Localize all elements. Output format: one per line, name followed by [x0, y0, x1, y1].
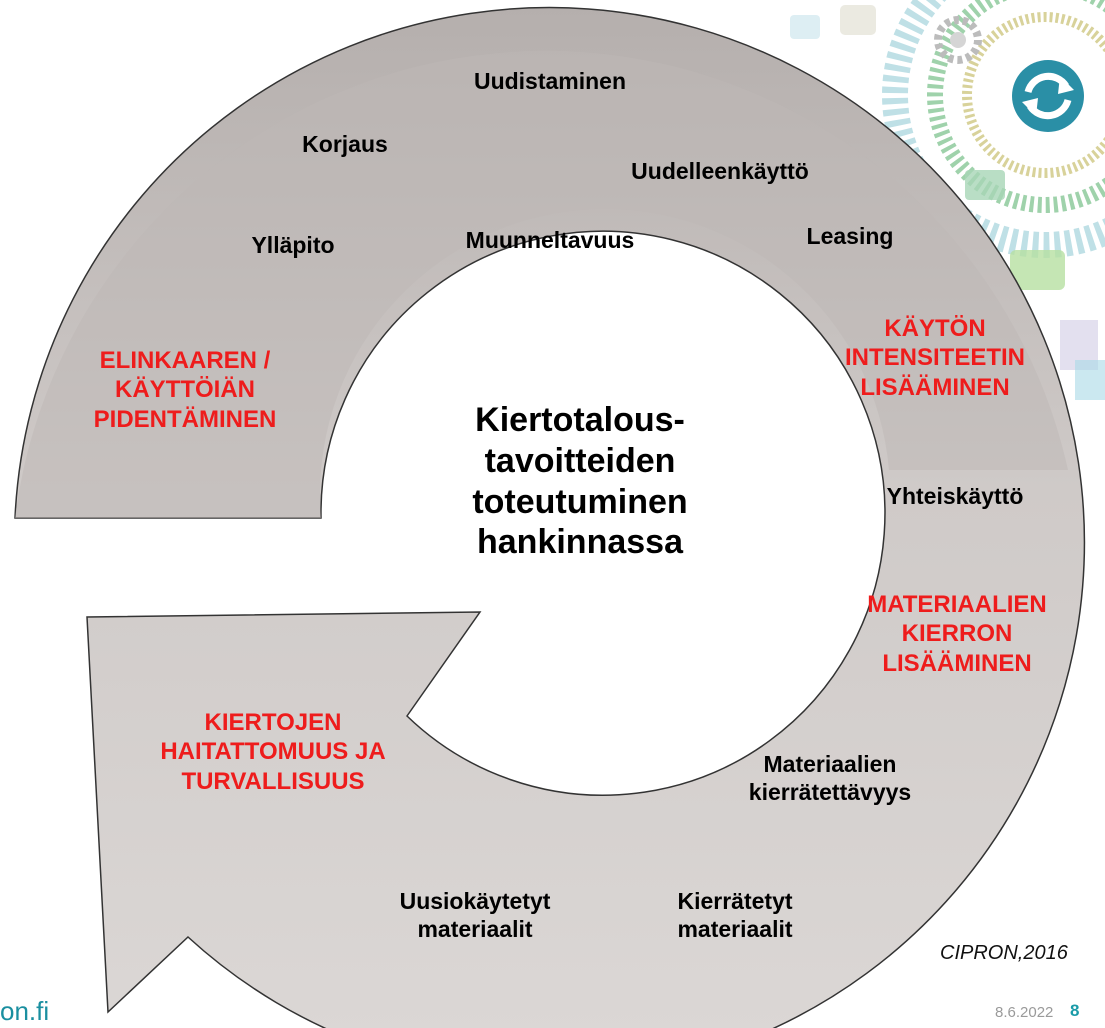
category-label-safety: KIERTOJEN HAITATTOMUUS JA TURVALLISUUS [160, 709, 386, 795]
item-label-renewal: Uudistaminen [473, 68, 627, 94]
item-label-maintenance: Ylläpito [251, 232, 335, 258]
recycle-icon [1004, 52, 1092, 140]
footer-date: 8.6.2022 [995, 1004, 1054, 1021]
item-label-reuse: Uudelleenkäyttö [631, 158, 809, 184]
item-label-reused-materials: Uusiokäytetyt materiaalit [399, 888, 551, 943]
item-label-recycled-materials: Kierrätetyt materiaalit [677, 888, 793, 943]
item-label-repair: Korjaus [302, 131, 388, 157]
page-number: 8 [1070, 1001, 1080, 1020]
gear-icon [934, 16, 982, 64]
category-label-intensity: KÄYTÖN INTENSITEETIN LISÄÄMINEN [844, 315, 1025, 401]
corner-decoration [790, 0, 1105, 400]
category-label-material-circulation: MATERIAALIEN KIERRON LISÄÄMINEN [867, 591, 1047, 677]
item-label-recyclability: Materiaalien kierrätettävyys [748, 751, 912, 806]
source-credit: CIPRON,2016 [940, 942, 1068, 964]
center-title: Kiertotalous- tavoitteiden toteutuminen … [472, 401, 688, 562]
category-label-lifecycle: ELINKAAREN / KÄYTTÖIÄN PIDENTÄMINEN [93, 347, 277, 433]
brand-url[interactable]: on.fi [0, 996, 50, 1026]
item-label-leasing: Leasing [806, 223, 894, 249]
item-label-modifiability: Muunneltavuus [465, 227, 635, 253]
arrow-upper-shade [15, 50, 1068, 518]
item-label-sharing: Yhteiskäyttö [886, 483, 1024, 509]
